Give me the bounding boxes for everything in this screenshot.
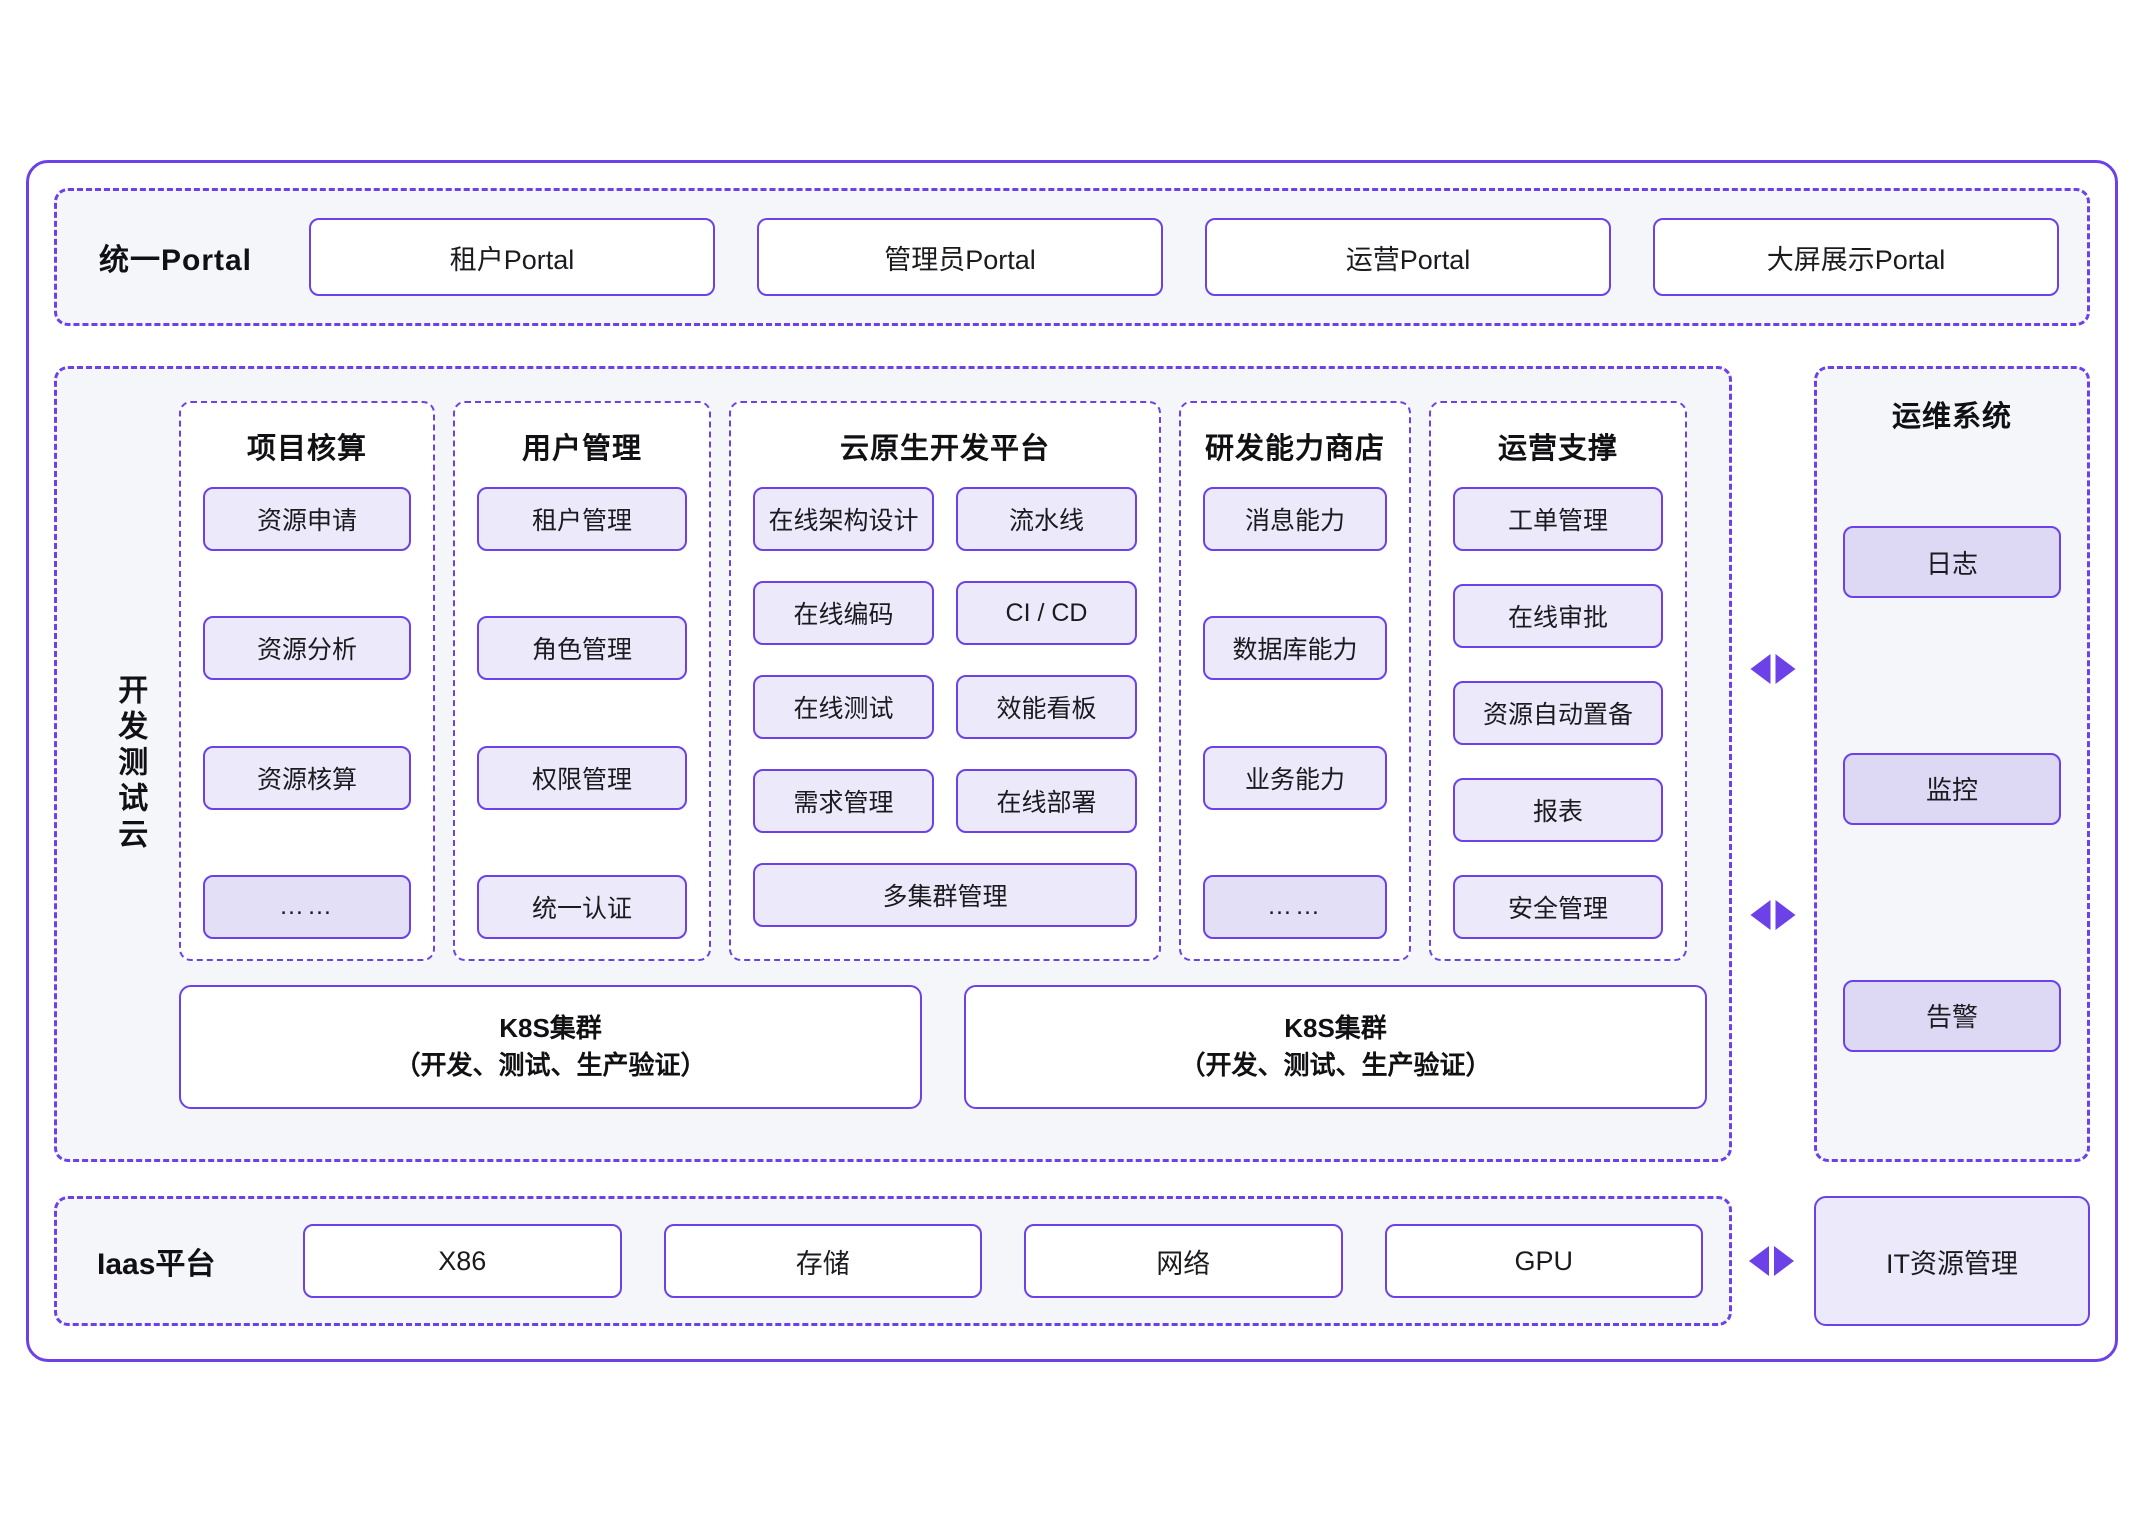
k8s-cluster-2-subtitle: （开发、测试、生产验证） [1179,1050,1492,1080]
column-title-user-management: 用户管理 [521,433,642,465]
k8s-cluster-box-1[interactable]: K8S集群 （开发、测试、生产验证） [179,985,922,1109]
iaas-section: Iaas平台 X86 存储 网络 GPU [54,1196,1732,1326]
k8s-cluster-2-title: K8S集群 [1284,1013,1387,1044]
chip-efficiency-dashboard[interactable]: 效能看板 [956,675,1137,739]
arrow-left-triangle-icon [1748,1246,1769,1276]
column-rd-capability-store: 研发能力商店 消息能力 数据库能力 业务能力 …… [1179,401,1411,961]
chip-online-approval[interactable]: 在线审批 [1453,584,1663,648]
portal-box-operation[interactable]: 运营Portal [1205,218,1611,296]
dev-test-cloud-label-text: 开发测试云 [113,674,147,854]
ops-system-body: 日志 监控 告警 [1843,449,2061,1129]
column-project-accounting: 项目核算 资源申请 资源分析 资源核算 …… [179,401,435,961]
arrow-right-triangle-icon [1775,654,1796,684]
chip-ticket-management[interactable]: 工单管理 [1453,487,1663,551]
arrow-right-triangle-icon [1773,1246,1794,1276]
iaas-connector-gutter [1732,1196,1810,1326]
column-title-cloud-native-platform: 云原生开发平台 [839,433,1050,465]
ops-system-section: 运维系统 日志 监控 告警 [1814,366,2090,1162]
iaas-box-list: X86 存储 网络 GPU [303,1224,1703,1298]
chip-resource-analysis[interactable]: 资源分析 [203,616,411,681]
portal-section: 统一Portal 租户Portal 管理员Portal 运营Portal 大屏展… [54,188,2090,326]
portal-section-label: 统一Portal [99,244,253,277]
arrow-left-triangle-icon [1750,900,1771,930]
chip-resource-application[interactable]: 资源申请 [203,487,411,551]
chip-database-capability[interactable]: 数据库能力 [1203,616,1387,681]
column-title-project-accounting: 项目核算 [246,433,367,465]
chip-rd-capability-more[interactable]: …… [1203,874,1387,939]
chip-report[interactable]: 报表 [1453,778,1663,842]
column-body-rd-capability-store: 消息能力 数据库能力 业务能力 …… [1203,487,1387,939]
bidirectional-arrow-icon-top [1750,654,1796,684]
chip-online-testing[interactable]: 在线测试 [753,675,934,739]
iaas-box-network[interactable]: 网络 [1024,1224,1343,1298]
column-user-management: 用户管理 租户管理 角色管理 权限管理 统一认证 [453,401,711,961]
chip-pipeline[interactable]: 流水线 [956,487,1137,551]
chip-online-coding[interactable]: 在线编码 [753,581,934,645]
architecture-frame [26,160,2118,1362]
chip-project-accounting-more[interactable]: …… [203,874,411,939]
chip-online-architecture-design[interactable]: 在线架构设计 [753,487,934,551]
portal-box-list: 租户Portal 管理员Portal 运营Portal 大屏展示Portal [309,218,2059,296]
portal-box-admin[interactable]: 管理员Portal [757,218,1163,296]
column-title-rd-capability-store: 研发能力商店 [1204,433,1385,465]
bidirectional-arrow-icon-bottom [1750,900,1796,930]
chip-tenant-management[interactable]: 租户管理 [477,487,687,551]
column-operation-support: 运营支撑 工单管理 在线审批 资源自动置备 报表 安全管理 [1429,401,1687,961]
column-body-project-accounting: 资源申请 资源分析 资源核算 …… [203,487,411,939]
column-body-user-management: 租户管理 角色管理 权限管理 统一认证 [477,487,687,939]
chip-resource-accounting[interactable]: 资源核算 [203,745,411,810]
chip-message-capability[interactable]: 消息能力 [1203,487,1387,551]
iaas-box-x86[interactable]: X86 [303,1224,622,1298]
iaas-box-storage[interactable]: 存储 [663,1224,982,1298]
chip-log[interactable]: 日志 [1843,526,2061,599]
chip-alarm[interactable]: 告警 [1843,979,2061,1052]
chip-ci-cd[interactable]: CI / CD [956,581,1137,645]
column-cloud-native-platform: 云原生开发平台 在线架构设计 流水线 在线编码 CI / CD 在线测试 效能看… [729,401,1161,961]
arrow-right-triangle-icon [1775,900,1796,930]
column-body-operation-support: 工单管理 在线审批 资源自动置备 报表 安全管理 [1453,487,1663,939]
column-title-operation-support: 运营支撑 [1497,433,1618,465]
chip-multi-cluster-management[interactable]: 多集群管理 [753,863,1137,927]
dev-test-cloud-label: 开发测试云 [91,369,167,1159]
chip-monitoring[interactable]: 监控 [1843,752,2061,825]
column-body-cloud-native-platform: 在线架构设计 流水线 在线编码 CI / CD 在线测试 效能看板 需求管理 在… [753,487,1137,939]
portal-box-bigscreen[interactable]: 大屏展示Portal [1653,218,2059,296]
portal-box-tenant[interactable]: 租户Portal [309,218,715,296]
chip-requirement-management[interactable]: 需求管理 [753,769,934,833]
k8s-cluster-1-title: K8S集群 [499,1013,602,1044]
iaas-box-gpu[interactable]: GPU [1384,1224,1703,1298]
chip-permission-management[interactable]: 权限管理 [477,745,687,810]
k8s-cluster-1-subtitle: （开发、测试、生产验证） [394,1050,707,1080]
it-resource-management-box[interactable]: IT资源管理 [1814,1196,2090,1326]
ops-system-title: 运维系统 [1891,401,2012,433]
chip-security-management[interactable]: 安全管理 [1453,875,1663,939]
chip-auto-resource-provisioning[interactable]: 资源自动置备 [1453,681,1663,745]
bidirectional-arrow-icon-iaas [1748,1246,1794,1276]
chip-unified-authentication[interactable]: 统一认证 [477,874,687,939]
iaas-section-label: Iaas平台 [97,1248,216,1281]
dev-test-cloud-section: 开发测试云 项目核算 资源申请 资源分析 资源核算 …… 用户管理 租户管理 角… [54,366,1732,1162]
k8s-cluster-row: K8S集群 （开发、测试、生产验证） K8S集群 （开发、测试、生产验证） [179,985,1707,1109]
capability-columns: 项目核算 资源申请 资源分析 资源核算 …… 用户管理 租户管理 角色管理 权限… [179,401,1707,961]
chip-online-deployment[interactable]: 在线部署 [956,769,1137,833]
dev-ops-connector-gutter [1732,366,1814,1162]
middle-row: 开发测试云 项目核算 资源申请 资源分析 资源核算 …… 用户管理 租户管理 角… [54,366,2090,1162]
arrow-left-triangle-icon [1750,654,1771,684]
chip-business-capability[interactable]: 业务能力 [1203,745,1387,810]
k8s-cluster-box-2[interactable]: K8S集群 （开发、测试、生产验证） [964,985,1707,1109]
chip-role-management[interactable]: 角色管理 [477,616,687,681]
